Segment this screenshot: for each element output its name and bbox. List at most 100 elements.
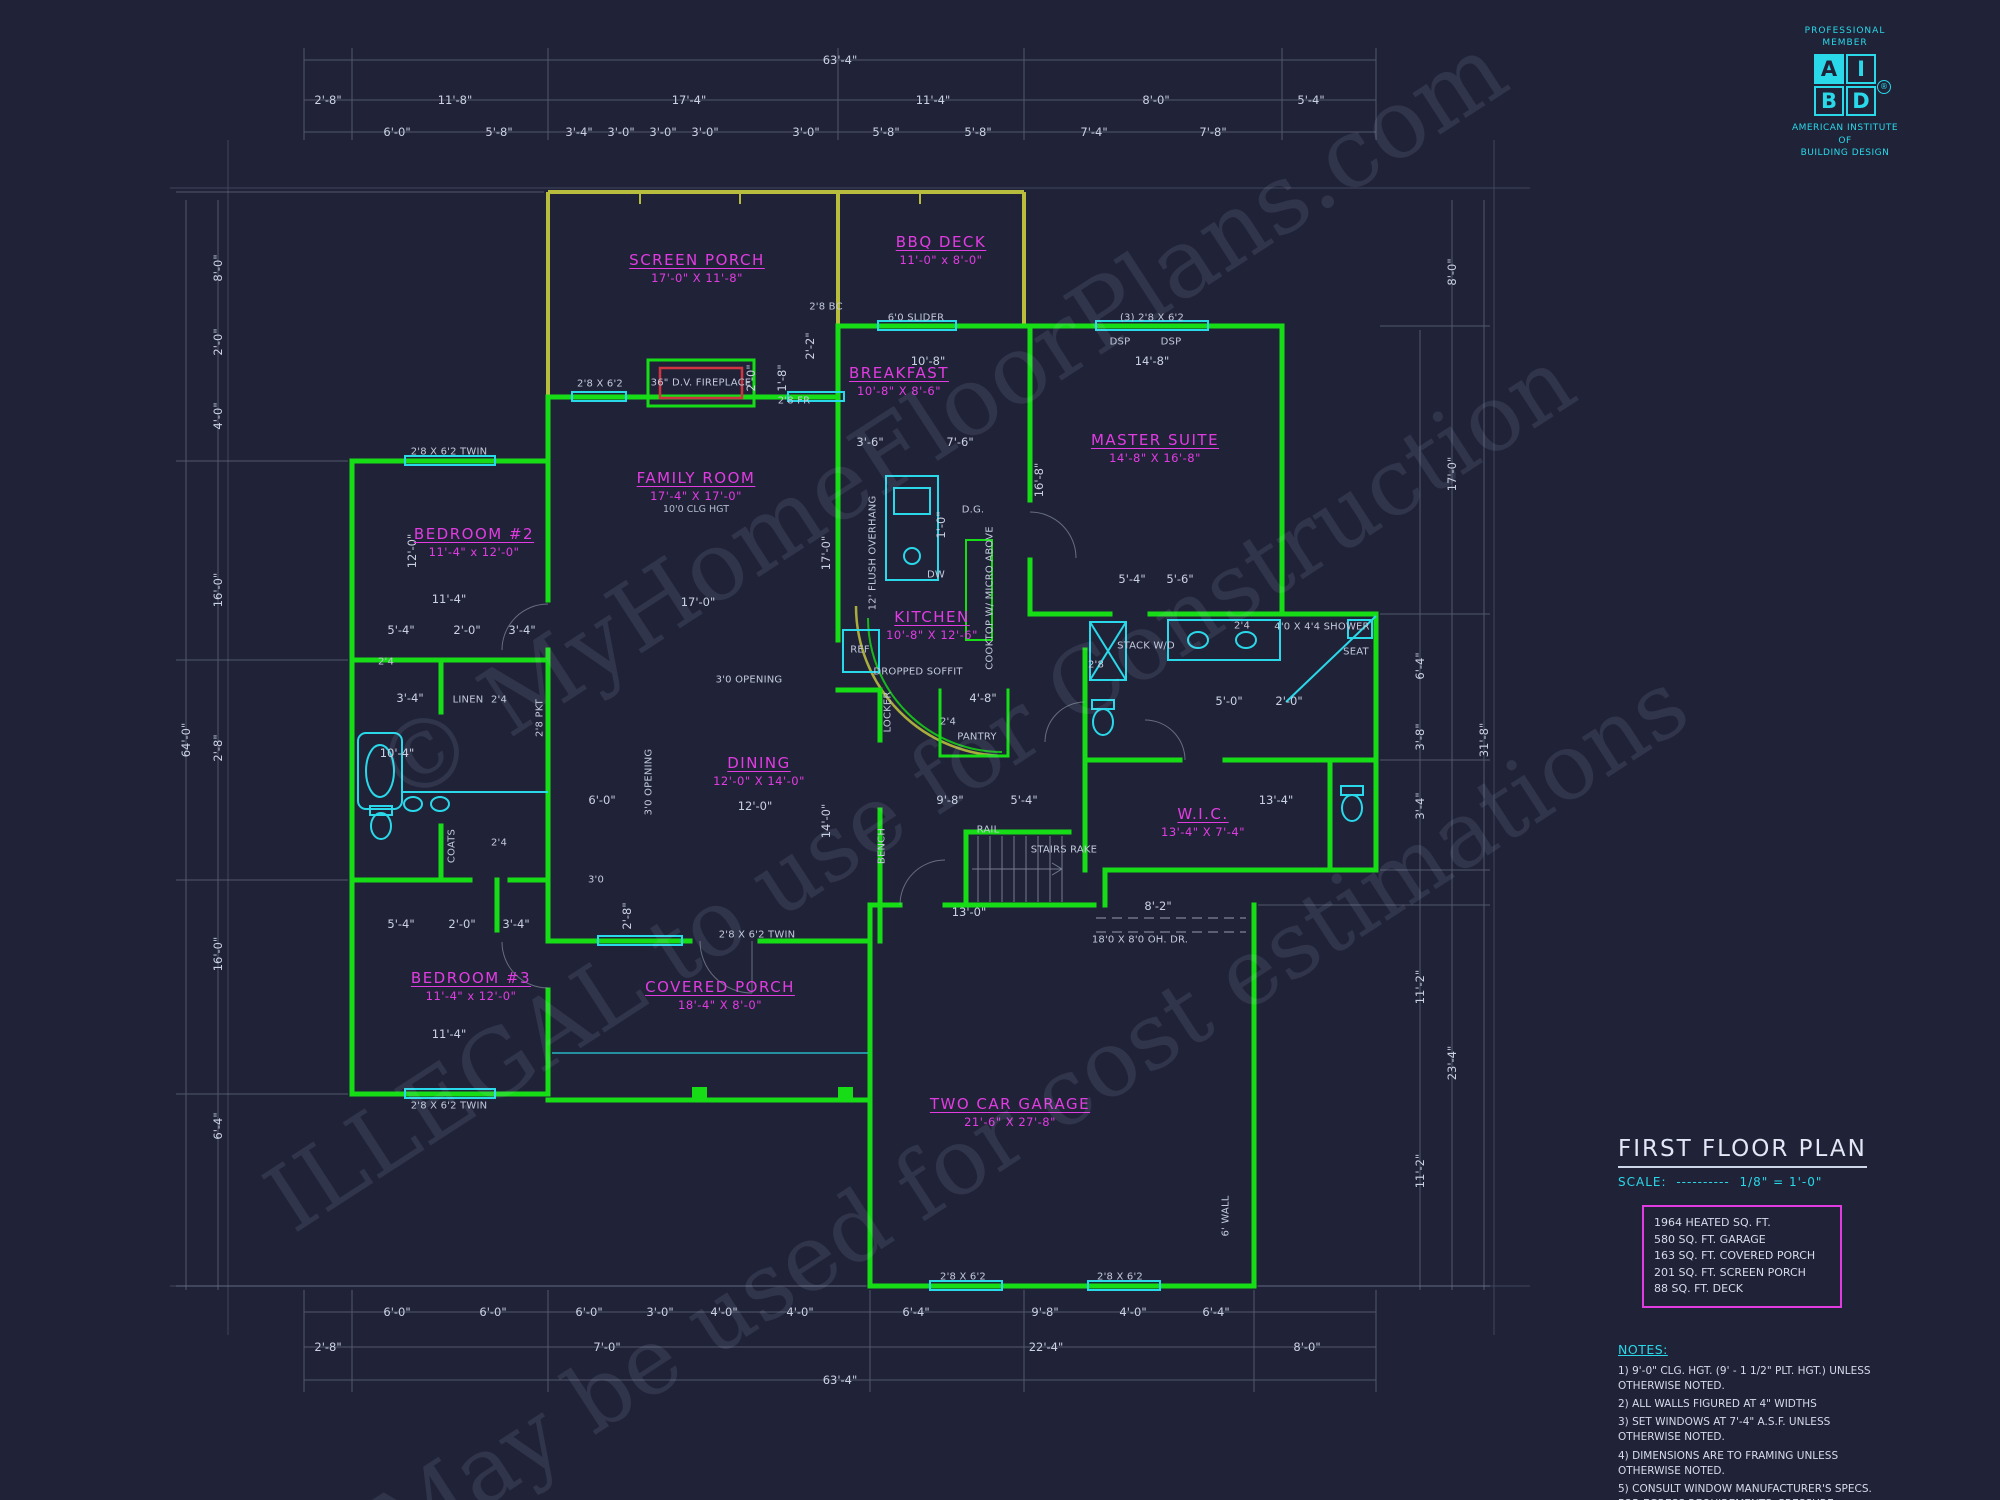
dimension-label: 13'-0" bbox=[951, 905, 987, 919]
dimension-label: 5'-4" bbox=[1297, 93, 1325, 107]
overhead-door-dashed bbox=[1096, 917, 1246, 933]
dimension-label: 23'-4" bbox=[1445, 1045, 1459, 1081]
room-dimensions: 10'-8" X 12'-6" bbox=[886, 628, 978, 642]
dimension-label: 3'-4" bbox=[565, 125, 593, 139]
dimension-label: 3'-0" bbox=[649, 125, 677, 139]
dimension-label: 13'-4" bbox=[1258, 793, 1294, 807]
aibd-letter-a: A bbox=[1814, 54, 1844, 85]
room-label-dining: DINING 12'-0" X 14'-0" bbox=[713, 754, 805, 788]
scale-value: 1/8" = 1'-0" bbox=[1739, 1175, 1823, 1189]
dimension-label: 6'-0" bbox=[588, 793, 616, 807]
room-dimensions: 14'-8" X 16'-8" bbox=[1109, 451, 1201, 465]
aibd-letter-d: D bbox=[1846, 86, 1876, 117]
annotation-label: 2'8 X 6'2 bbox=[940, 1271, 986, 1283]
dimension-label: 10'-8" bbox=[910, 354, 946, 368]
area-line: 580 SQ. FT. GARAGE bbox=[1654, 1232, 1766, 1246]
dimension-label: 22'-4" bbox=[1028, 1340, 1064, 1354]
annotation-label: (3) 2'8 X 6'2 bbox=[1119, 312, 1185, 324]
aibd-logo: PROFESSIONAL MEMBER A I B D ® AMERICAN I… bbox=[1783, 26, 1907, 159]
dimension-label: 7'-0" bbox=[593, 1340, 621, 1354]
dimension-label: 64'-0" bbox=[179, 722, 193, 758]
area-line: 88 SQ. FT. DECK bbox=[1654, 1282, 1743, 1295]
soffit-arcs bbox=[854, 605, 1007, 758]
room-ceiling-note: 10'0 CLG HGT bbox=[662, 504, 730, 515]
dimension-label: 16'-0" bbox=[211, 572, 225, 608]
dimension-label: 5'-6" bbox=[1166, 572, 1194, 586]
dimension-label: 8'-0" bbox=[211, 254, 225, 282]
plan-title: FIRST FLOOR PLAN bbox=[1618, 1136, 1867, 1168]
plan-scale: SCALE: ---------- 1/8" = 1'-0" bbox=[1618, 1175, 1918, 1189]
scale-dashes: ---------- bbox=[1676, 1175, 1730, 1189]
annotation-label: DW bbox=[927, 569, 945, 581]
dimension-label: 11'-4" bbox=[431, 592, 467, 606]
island-faucet bbox=[903, 547, 921, 565]
annotation-label: D.G. bbox=[961, 504, 985, 516]
dimension-label: 7'-8" bbox=[1199, 125, 1227, 139]
annotation-label: 3'0 bbox=[587, 874, 605, 886]
dimension-label: 2'-8" bbox=[211, 734, 225, 762]
dimension-label: 3'-4" bbox=[502, 917, 530, 931]
island-sink bbox=[893, 487, 931, 515]
aibd-org-line2: OF bbox=[1838, 135, 1852, 146]
dimension-label: 8'-0" bbox=[1445, 258, 1459, 286]
dimension-label: 6'-0" bbox=[479, 1305, 507, 1319]
room-name: COVERED PORCH bbox=[645, 978, 795, 996]
annotation-label: 6'0 SLIDER bbox=[887, 312, 945, 324]
annotation-label: 2'8 bbox=[1087, 659, 1105, 671]
dimension-label: 5'-8" bbox=[964, 125, 992, 139]
porch-outline bbox=[546, 190, 1026, 397]
annotation-label: 2'4 bbox=[939, 716, 957, 728]
aibd-letter-i: I bbox=[1846, 54, 1876, 85]
dimension-label: 3'-8" bbox=[1413, 723, 1427, 751]
dimension-label: 4'-0" bbox=[211, 402, 225, 430]
note-line: 1) 9'-0" CLG. HGT. (9' - 1 1/2" PLT. HGT… bbox=[1618, 1364, 1871, 1392]
room-name: BEDROOM #3 bbox=[410, 969, 532, 987]
dimension-label: 11'-4" bbox=[915, 93, 951, 107]
dimension-label: 5'-4" bbox=[387, 917, 415, 931]
sink bbox=[430, 796, 450, 812]
door-arcs bbox=[501, 511, 1186, 994]
dimension-label: 63'-4" bbox=[822, 1373, 858, 1387]
dimension-label: 8'-0" bbox=[1142, 93, 1170, 107]
dimension-label: 6'-4" bbox=[902, 1305, 930, 1319]
dimension-label: 2'-8" bbox=[314, 1340, 342, 1354]
room-name: W.I.C. bbox=[1177, 805, 1229, 823]
sink bbox=[403, 796, 423, 812]
area-line: 201 SQ. FT. SCREEN PORCH bbox=[1654, 1265, 1806, 1279]
shower-glass bbox=[1285, 615, 1377, 703]
room-name: SCREEN PORCH bbox=[629, 251, 765, 269]
shower-seat bbox=[1347, 619, 1373, 639]
annotation-label: 6' WALL bbox=[1220, 1195, 1232, 1237]
room-label-w-i-c: W.I.C.13'-4" X 7'-4" bbox=[1161, 805, 1245, 839]
room-dimensions: 12'-0" X 14'-0" bbox=[713, 774, 805, 788]
dimension-label: 6'-0" bbox=[383, 125, 411, 139]
area-line: 163 SQ. FT. COVERED PORCH bbox=[1654, 1249, 1816, 1262]
annotation-label: 2'4 bbox=[377, 656, 395, 668]
dimension-label: 7'-4" bbox=[1080, 125, 1108, 139]
dimension-label: 3'-6" bbox=[856, 435, 884, 449]
dimension-label: 3'-0" bbox=[691, 125, 719, 139]
frame-lines bbox=[170, 140, 1530, 1335]
toilet-tank bbox=[369, 805, 393, 816]
dimension-label: 4'-0" bbox=[786, 1305, 814, 1319]
room-name: DINING bbox=[727, 754, 791, 772]
annotation-label: 3'0 OPENING bbox=[715, 674, 783, 686]
room-dimensions: 11'-0" x 8'-0" bbox=[899, 253, 983, 267]
annotation-label: SEAT bbox=[1343, 646, 1369, 658]
window-marks bbox=[404, 320, 1209, 1291]
dimension-label: 5'-4" bbox=[387, 623, 415, 637]
room-name: BREAKFAST bbox=[849, 364, 949, 382]
walls bbox=[349, 323, 1379, 1289]
toilet-bowl bbox=[370, 812, 392, 840]
dimension-label: 2'-2" bbox=[803, 332, 817, 360]
dimension-label: 6'-4" bbox=[1413, 652, 1427, 680]
annotation-label: 2'8 FR bbox=[777, 395, 811, 407]
annotation-label: 3'0 OPENING bbox=[643, 748, 655, 816]
annotation-label: 36" D.V. FIREPLACE bbox=[650, 377, 752, 389]
notes-list: 1) 9'-0" CLG. HGT. (9' - 1 1/2" PLT. HGT… bbox=[1618, 1364, 1918, 1500]
